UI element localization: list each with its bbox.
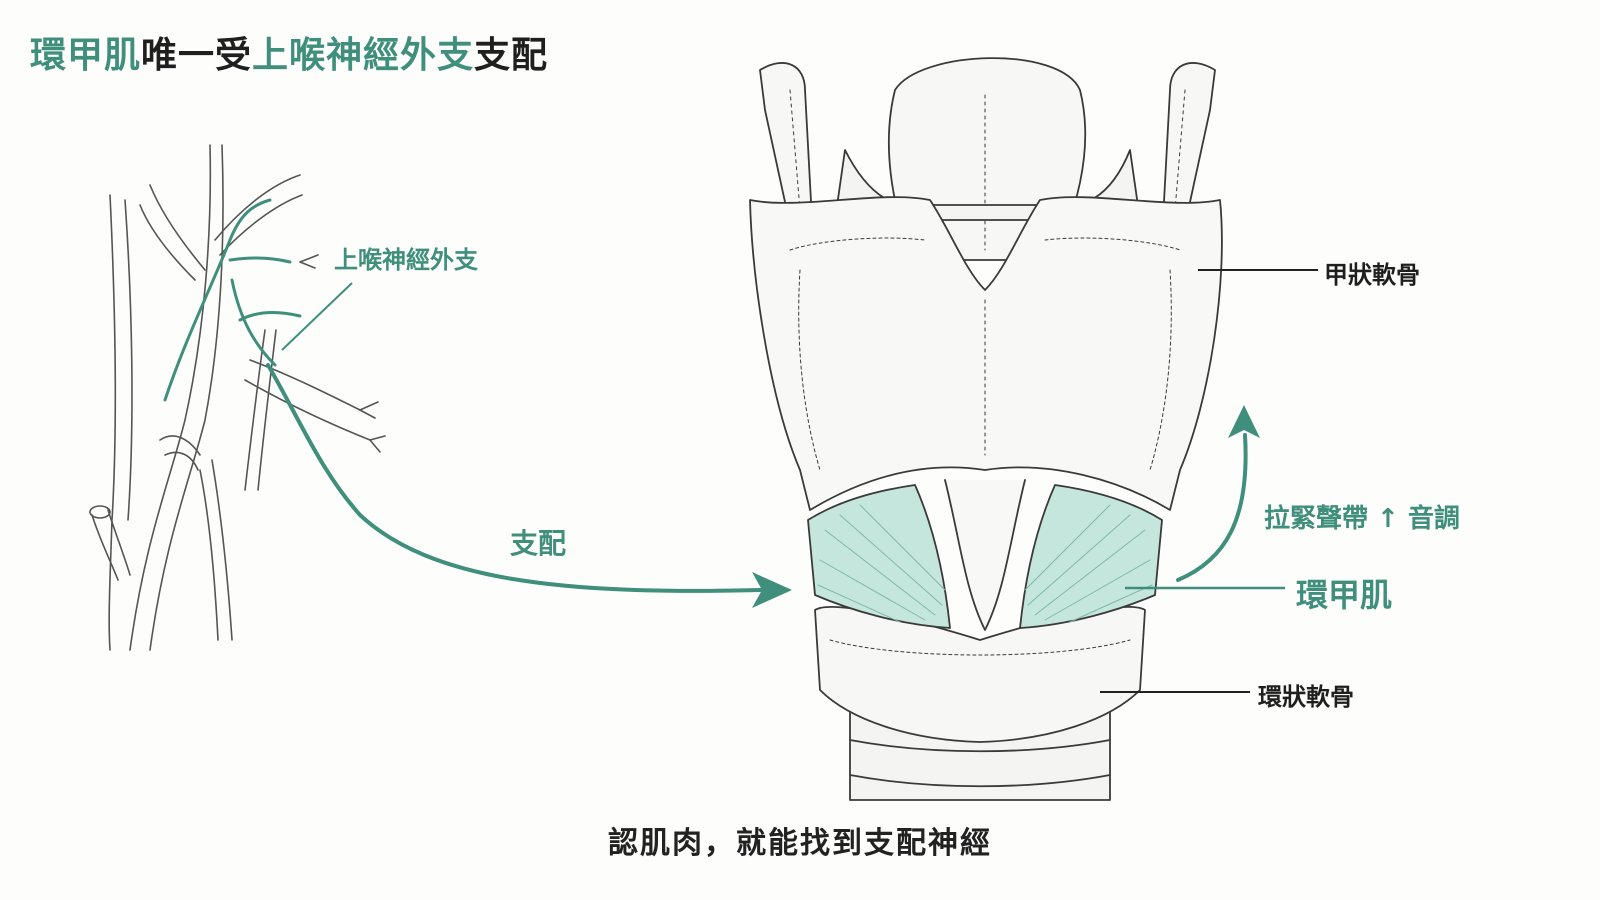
title-verb: 支配 — [474, 35, 549, 76]
label-action: 拉緊聲帶 ↑ 音調 — [1264, 504, 1460, 534]
label-thyroid-cartilage: 甲狀軟骨 — [1324, 261, 1420, 289]
superior-laryngeal-nerve — [163, 198, 302, 402]
label-muscle: 環甲肌 — [1296, 576, 1393, 614]
label-innervation: 支配 — [510, 527, 567, 560]
neck-nerve-illustration — [89, 144, 386, 651]
title-connector: 唯一受 — [141, 35, 253, 76]
cricothyroid-muscle-right — [1019, 484, 1163, 629]
title-nerve: 上喉神經外支 — [252, 35, 475, 76]
title-muscle: 環甲肌 — [30, 35, 142, 76]
leader-lines — [1100, 269, 1318, 693]
action-arrow — [1176, 405, 1260, 582]
label-nerve: 上喉神經外支 — [334, 246, 478, 274]
cricothyroid-muscle-left — [807, 484, 951, 629]
page-title: 環甲肌唯一受上喉神經外支支配 — [30, 26, 548, 78]
thyroid-cartilage — [749, 196, 1223, 511]
caption: 認肌肉，就能找到支配神經 — [608, 826, 992, 861]
label-cricoid-cartilage: 環狀軟骨 — [1258, 683, 1354, 711]
larynx-illustration — [749, 57, 1223, 801]
nerve-leader-line — [281, 282, 353, 351]
innervation-arrow — [266, 363, 792, 608]
